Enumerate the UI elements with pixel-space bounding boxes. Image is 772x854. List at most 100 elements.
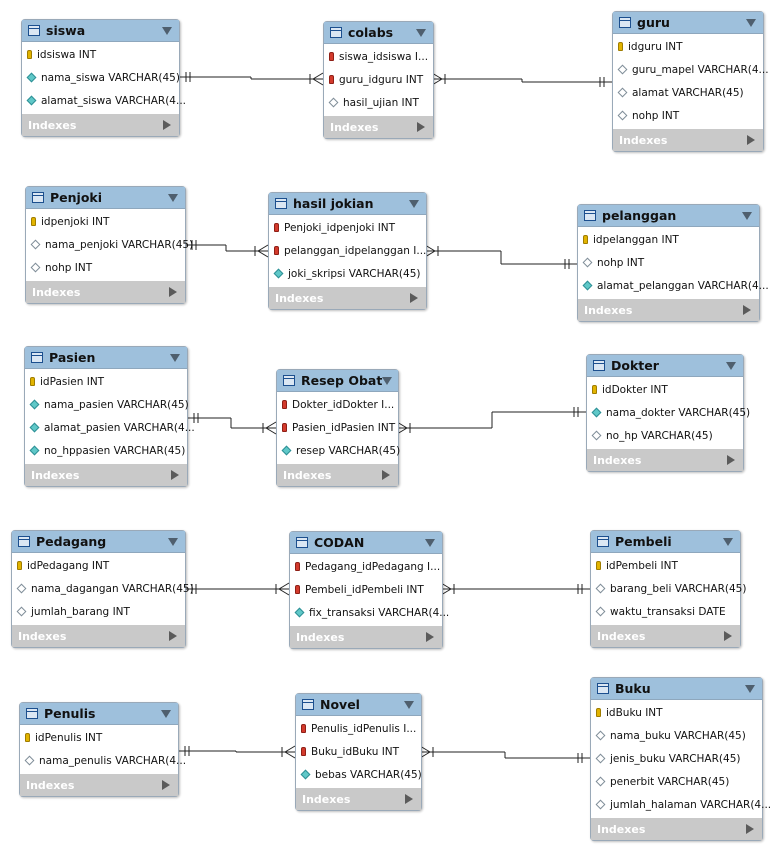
expand-arrow-icon[interactable]	[724, 631, 732, 641]
table-header[interactable]: Dokter	[587, 355, 743, 377]
column-row[interactable]: bebas VARCHAR(45)	[296, 763, 422, 786]
collapse-arrow-icon[interactable]	[416, 28, 426, 37]
expand-arrow-icon[interactable]	[171, 470, 179, 480]
expand-arrow-icon[interactable]	[747, 135, 755, 145]
expand-arrow-icon[interactable]	[743, 305, 751, 315]
column-row[interactable]: nama_pasien VARCHAR(45)	[25, 393, 189, 416]
table-header[interactable]: Penjoki	[26, 187, 185, 209]
indexes-section[interactable]: Indexes	[22, 114, 179, 136]
expand-arrow-icon[interactable]	[163, 120, 171, 130]
column-row[interactable]: nama_siswa VARCHAR(45)	[22, 66, 180, 89]
column-row[interactable]: no_hp VARCHAR(45)	[587, 424, 743, 447]
column-row[interactable]: barang_beli VARCHAR(45)	[591, 577, 746, 600]
column-row[interactable]: idBuku INT	[591, 701, 762, 724]
collapse-arrow-icon[interactable]	[726, 361, 736, 370]
indexes-section[interactable]: Indexes	[12, 625, 185, 647]
indexes-section[interactable]: Indexes	[296, 788, 421, 810]
indexes-section[interactable]: Indexes	[613, 129, 763, 151]
column-row[interactable]: nama_buku VARCHAR(45)	[591, 724, 762, 747]
table-header[interactable]: hasil jokian	[269, 193, 426, 215]
column-row[interactable]: resep VARCHAR(45)	[277, 439, 400, 462]
column-row[interactable]: alamat_pelanggan VARCHAR(4...	[578, 274, 769, 297]
column-row[interactable]: siswa_idsiswa I...	[324, 45, 433, 68]
table-header[interactable]: Penulis	[20, 703, 178, 725]
column-row[interactable]: Pedagang_idPedagang I...	[290, 555, 442, 578]
table-header[interactable]: guru	[613, 12, 763, 34]
collapse-arrow-icon[interactable]	[425, 538, 435, 547]
table-header[interactable]: Buku	[591, 678, 762, 700]
indexes-section[interactable]: Indexes	[587, 449, 743, 471]
collapse-arrow-icon[interactable]	[162, 26, 172, 35]
indexes-section[interactable]: Indexes	[269, 287, 426, 309]
table-header[interactable]: Pedagang	[12, 531, 185, 553]
indexes-section[interactable]: Indexes	[591, 818, 762, 840]
collapse-arrow-icon[interactable]	[409, 199, 419, 208]
indexes-section[interactable]: Indexes	[25, 464, 187, 486]
column-row[interactable]: Dokter_idDokter I...	[277, 393, 398, 416]
expand-arrow-icon[interactable]	[169, 631, 177, 641]
column-row[interactable]: idDokter INT	[587, 378, 743, 401]
column-row[interactable]: jumlah_barang INT	[12, 600, 185, 623]
collapse-arrow-icon[interactable]	[168, 537, 178, 546]
column-row[interactable]: nohp INT	[613, 104, 763, 127]
expand-arrow-icon[interactable]	[410, 293, 418, 303]
expand-arrow-icon[interactable]	[382, 470, 390, 480]
column-row[interactable]: jumlah_halaman VARCHAR(4...	[591, 793, 771, 816]
collapse-arrow-icon[interactable]	[742, 211, 752, 220]
column-row[interactable]: Penulis_idPenulis I...	[296, 717, 421, 740]
column-row[interactable]: waktu_transaksi DATE	[591, 600, 740, 623]
column-row[interactable]: idPasien INT	[25, 370, 187, 393]
column-row[interactable]: penerbit VARCHAR(45)	[591, 770, 762, 793]
column-row[interactable]: no_hppasien VARCHAR(45)	[25, 439, 187, 462]
collapse-arrow-icon[interactable]	[404, 700, 414, 709]
expand-arrow-icon[interactable]	[727, 455, 735, 465]
column-row[interactable]: nama_penulis VARCHAR(4...	[20, 749, 186, 772]
collapse-arrow-icon[interactable]	[723, 537, 733, 546]
expand-arrow-icon[interactable]	[405, 794, 413, 804]
indexes-section[interactable]: Indexes	[591, 625, 740, 647]
column-row[interactable]: nama_penjoki VARCHAR(45)	[26, 233, 193, 256]
column-row[interactable]: joki_skripsi VARCHAR(45)	[269, 262, 426, 285]
indexes-section[interactable]: Indexes	[578, 299, 759, 321]
table-header[interactable]: colabs	[324, 22, 433, 44]
collapse-arrow-icon[interactable]	[382, 376, 393, 385]
collapse-arrow-icon[interactable]	[746, 18, 756, 27]
column-row[interactable]: jenis_buku VARCHAR(45)	[591, 747, 762, 770]
column-row[interactable]: Pembeli_idPembeli INT	[290, 578, 442, 601]
column-row[interactable]: guru_idguru INT	[324, 68, 433, 91]
table-header[interactable]: Pasien	[25, 347, 187, 369]
expand-arrow-icon[interactable]	[426, 632, 434, 642]
column-row[interactable]: alamat VARCHAR(45)	[613, 81, 763, 104]
table-header[interactable]: siswa	[22, 20, 179, 42]
table-header[interactable]: pelanggan	[578, 205, 759, 227]
collapse-arrow-icon[interactable]	[170, 353, 180, 362]
column-row[interactable]: alamat_siswa VARCHAR(4...	[22, 89, 186, 112]
column-row[interactable]: nama_dagangan VARCHAR(45)	[12, 577, 194, 600]
column-row[interactable]: pelanggan_idpelanggan I...	[269, 239, 426, 262]
table-header[interactable]: Novel	[296, 694, 421, 716]
table-header[interactable]: Pembeli	[591, 531, 740, 553]
column-row[interactable]: idpenjoki INT	[26, 210, 185, 233]
column-row[interactable]: nohp INT	[26, 256, 185, 279]
column-row[interactable]: idguru INT	[613, 35, 763, 58]
indexes-section[interactable]: Indexes	[324, 116, 433, 138]
collapse-arrow-icon[interactable]	[745, 684, 755, 693]
collapse-arrow-icon[interactable]	[168, 193, 178, 202]
collapse-arrow-icon[interactable]	[161, 709, 171, 718]
column-row[interactable]: idpelanggan INT	[578, 228, 759, 251]
column-row[interactable]: idPembeli INT	[591, 554, 740, 577]
column-row[interactable]: guru_mapel VARCHAR(4...	[613, 58, 769, 81]
